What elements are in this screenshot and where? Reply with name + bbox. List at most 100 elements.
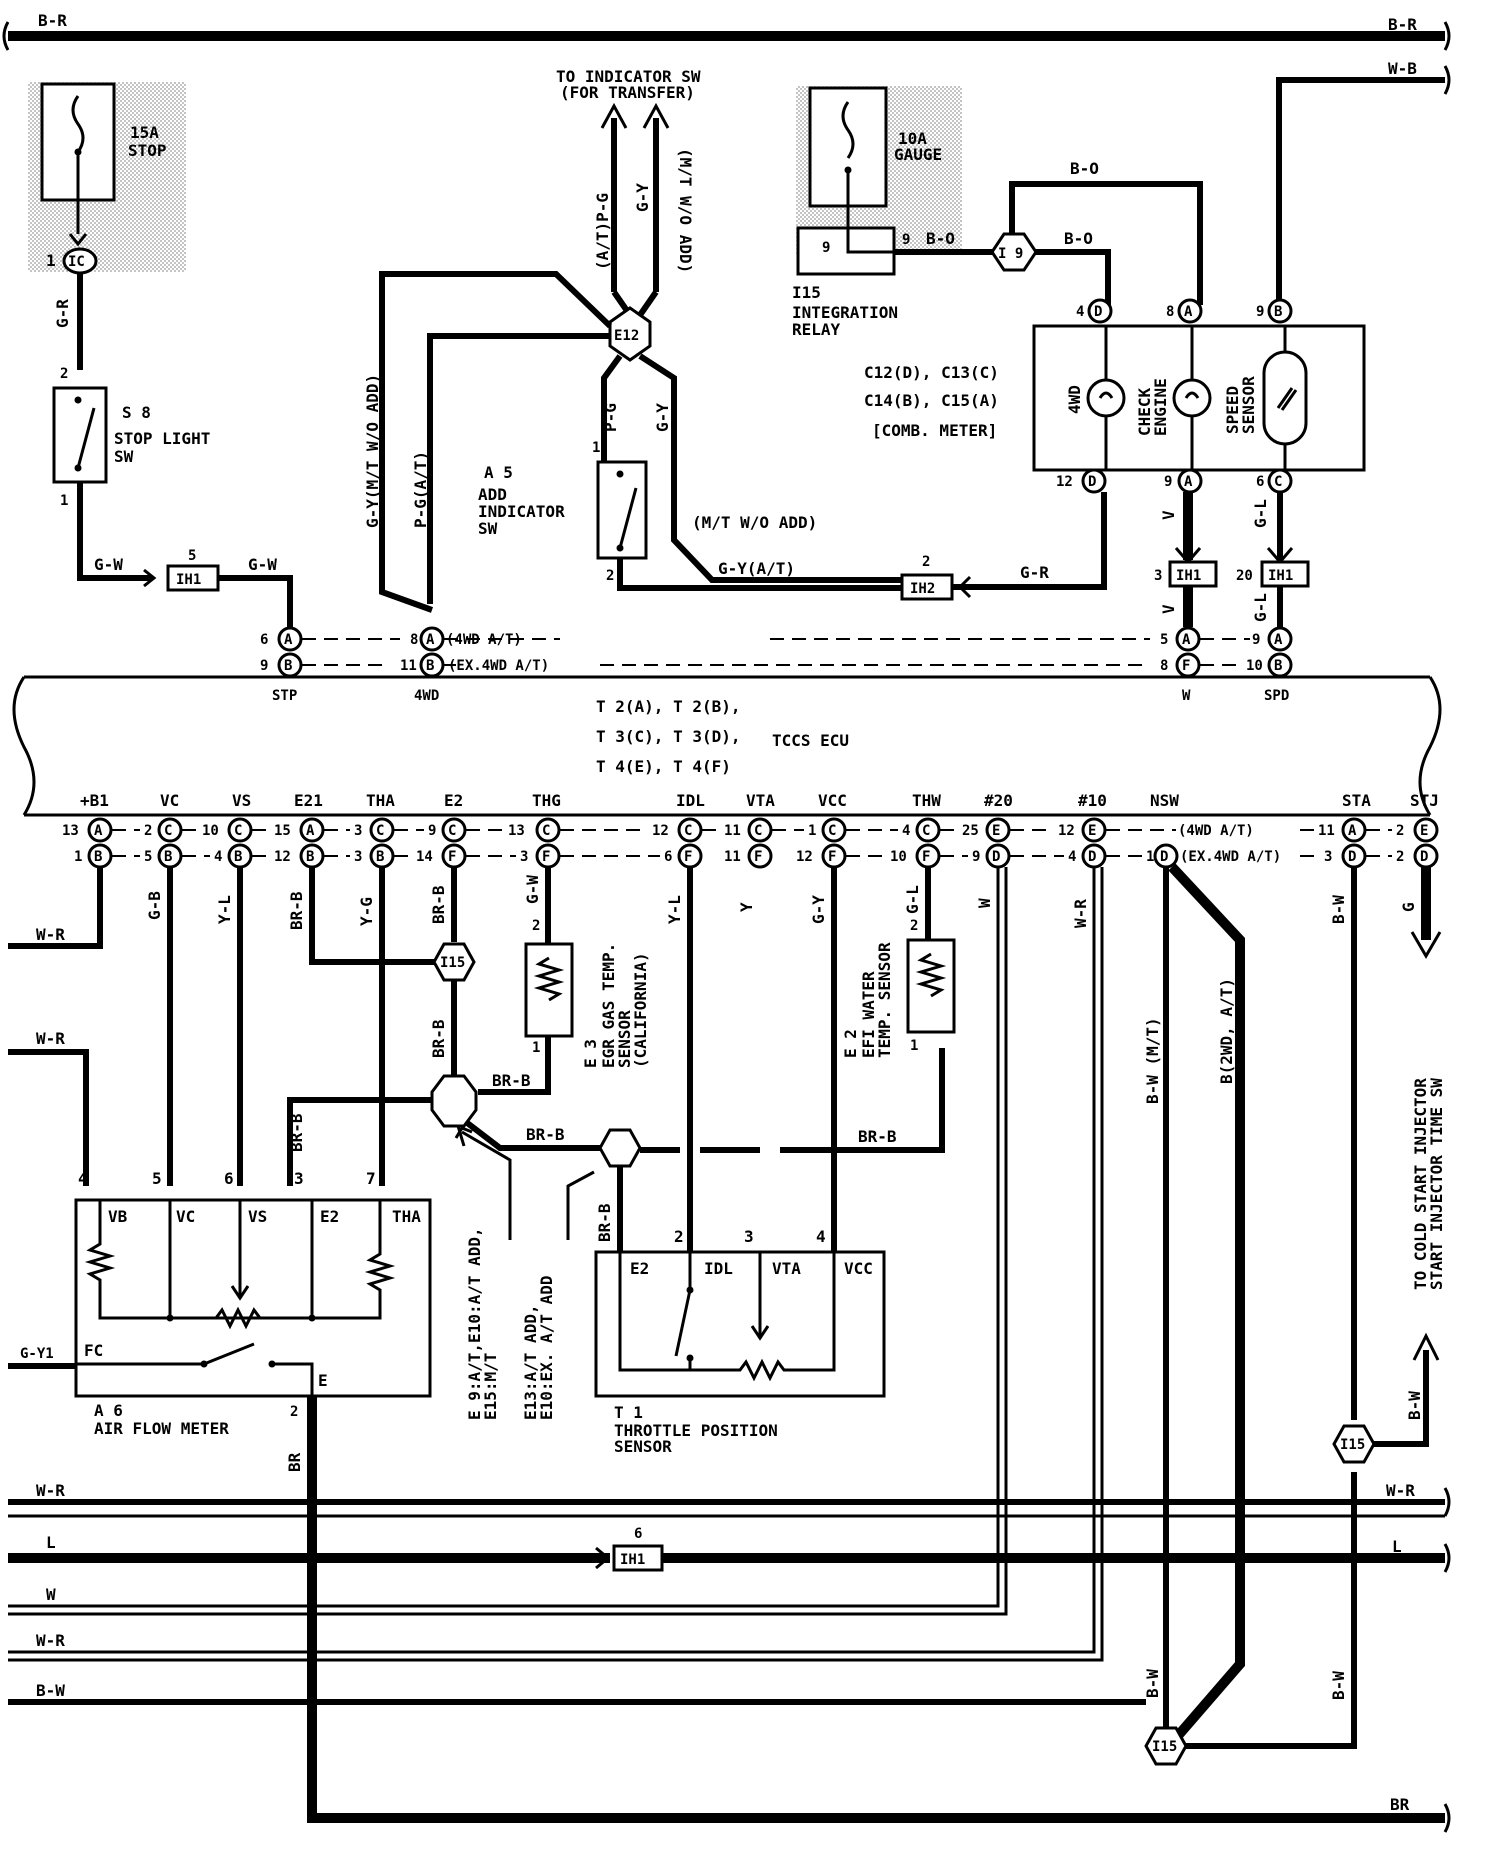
- combination-meter: C12(D), C13(C) C14(B), C15(A) [COMB. MET…: [864, 324, 1366, 472]
- ecu-term-nsw: NSW: [1150, 791, 1179, 810]
- wire-label-br: BR: [285, 1452, 304, 1472]
- ecu-note-4wd-at-2: (4WD A/T): [1178, 823, 1254, 839]
- svg-text:10: 10: [202, 823, 219, 839]
- pin-1-a5: 1: [592, 440, 600, 456]
- svg-text:E: E: [1420, 823, 1428, 839]
- wire-label-g-l-1: G-L: [1251, 499, 1270, 528]
- wire-label-b-o-1: B-O: [926, 229, 955, 248]
- connector-ic: IC: [68, 254, 85, 270]
- svg-text:D: D: [1088, 849, 1096, 865]
- svg-text:D: D: [1160, 849, 1168, 865]
- svg-text:F: F: [684, 849, 692, 865]
- wire-label-br-right: BR: [1390, 1795, 1410, 1814]
- wire-label-br-right: B-R: [1388, 15, 1417, 34]
- wire-label-br-b-3: BR-B: [429, 1019, 448, 1058]
- svg-text:8: 8: [410, 632, 418, 648]
- svg-text:4: 4: [902, 823, 910, 839]
- wire-label-pg: P-G: [601, 403, 620, 432]
- svg-text:B: B: [426, 658, 434, 674]
- cold-start-l1: TO COLD START INJECTOR: [1411, 1078, 1430, 1290]
- svg-text:C: C: [376, 823, 384, 839]
- wire-b-w-cold: [1374, 1350, 1429, 1447]
- pin-2-a5: 2: [606, 568, 614, 584]
- wire-label-g-r-meter: G-R: [1020, 563, 1049, 582]
- wire-label-v-1: V: [1159, 510, 1178, 520]
- svg-text:9: 9: [1252, 632, 1260, 648]
- wire-label-br-b-6: BR-B: [526, 1125, 565, 1144]
- wire-g-w-2: [218, 575, 293, 627]
- wire-label-w-r-2: W-R: [36, 1029, 65, 1048]
- fuse-stop-amp: 15A: [130, 123, 159, 142]
- wire-br-b-a6-e2: [287, 1097, 432, 1186]
- connector-ih1-label-6: IH1: [620, 1552, 645, 1568]
- svg-text:1: 1: [74, 849, 82, 865]
- wire-label-g-b: G-B: [145, 891, 164, 920]
- relay-id: I15: [792, 283, 821, 302]
- e2s-line2: TEMP. SENSOR: [875, 942, 894, 1058]
- svg-text:8: 8: [1160, 658, 1168, 674]
- svg-text:C: C: [164, 823, 172, 839]
- junction-center: [430, 1074, 478, 1128]
- wire-label-br-b-5: BR-B: [287, 1113, 306, 1152]
- ecu-term-vta: VTA: [746, 791, 775, 810]
- svg-text:4: 4: [78, 1169, 88, 1188]
- jb-note1-l1: E 9:A/T,E10:A/T ADD,: [465, 1227, 484, 1420]
- svg-text:F: F: [754, 849, 762, 865]
- svg-text:12: 12: [652, 823, 669, 839]
- meter-conn-1: C12(D), C13(C): [864, 363, 999, 382]
- svg-text:11: 11: [400, 658, 417, 674]
- pin-1-s8: 1: [60, 493, 68, 509]
- ecu-term-e21: E21: [294, 791, 323, 810]
- pin-2-a6: 2: [290, 1404, 298, 1420]
- junction-e12: E12: [379, 271, 902, 613]
- e3-id: E 3: [581, 1039, 600, 1068]
- jb-note2-l2: E10:EX. A/T ADD: [537, 1276, 556, 1421]
- ecu-top-spd: SPD: [1264, 688, 1289, 704]
- wire-g-r-meter: [952, 492, 1107, 590]
- egr-gas-temp-sensor: E 3 EGR GAS TEMP. SENSOR (CALIFORNIA): [524, 942, 650, 1068]
- pin-6-ih1: 6: [634, 1526, 642, 1542]
- pin-1: 1: [46, 251, 56, 270]
- svg-text:2: 2: [674, 1227, 684, 1246]
- svg-text:C: C: [542, 823, 550, 839]
- svg-text:A: A: [1182, 632, 1191, 648]
- ecu-term-stj: STJ: [1410, 791, 1439, 810]
- svg-text:D: D: [1094, 304, 1102, 320]
- ecu-term-vc: VC: [160, 791, 179, 810]
- indicator-title-2: (FOR TRANSFER): [560, 83, 695, 102]
- connector-ih2-label: IH2: [910, 581, 935, 597]
- wire-label-g-l-thw: G-L: [903, 885, 922, 914]
- wire-label-g-r: G-R: [53, 299, 72, 328]
- wire-label-mt-wo-add: (M/T W/O ADD): [692, 513, 817, 532]
- junction-i15-c-label: I15: [1152, 1739, 1177, 1755]
- svg-text:C: C: [922, 823, 930, 839]
- wire-label-b-w-bottom: B-W: [36, 1681, 65, 1700]
- svg-text:D: D: [1420, 849, 1428, 865]
- wire-label-g-y1: G-Y1: [20, 1346, 54, 1362]
- pin-5: 5: [188, 548, 196, 564]
- wire-label-w-20: W: [975, 898, 994, 908]
- wire-w-b: W-B: [1276, 59, 1451, 305]
- meter-lamp2-l2: ENGINE: [1151, 378, 1170, 436]
- svg-text:D: D: [1348, 849, 1356, 865]
- wire-label-gy-at: G-Y(A/T): [718, 559, 795, 578]
- relay-line2: RELAY: [792, 320, 841, 339]
- wire-label-br-b-2: BR-B: [429, 885, 448, 924]
- wire-br: [307, 1396, 1445, 1823]
- wire-label-g-w-e: G-W: [523, 875, 542, 904]
- jb-note2-l1: E13:A/T ADD,: [521, 1304, 540, 1420]
- ecu-term-10: #10: [1078, 791, 1107, 810]
- svg-text:4: 4: [1076, 304, 1084, 320]
- indicator-title-1: TO INDICATOR SW: [556, 67, 701, 86]
- t1-t-vta: VTA: [772, 1259, 801, 1278]
- wire-w-20: [8, 867, 1000, 1608]
- a6-t-tha: THA: [392, 1207, 421, 1226]
- fuse-gauge-amp: 10A: [898, 129, 927, 148]
- svg-text:3: 3: [354, 849, 362, 865]
- connector-ih1-label-5: IH1: [176, 572, 201, 588]
- pin-1-e2s: 1: [910, 1038, 918, 1054]
- svg-text:A: A: [94, 823, 103, 839]
- svg-text:3: 3: [520, 849, 528, 865]
